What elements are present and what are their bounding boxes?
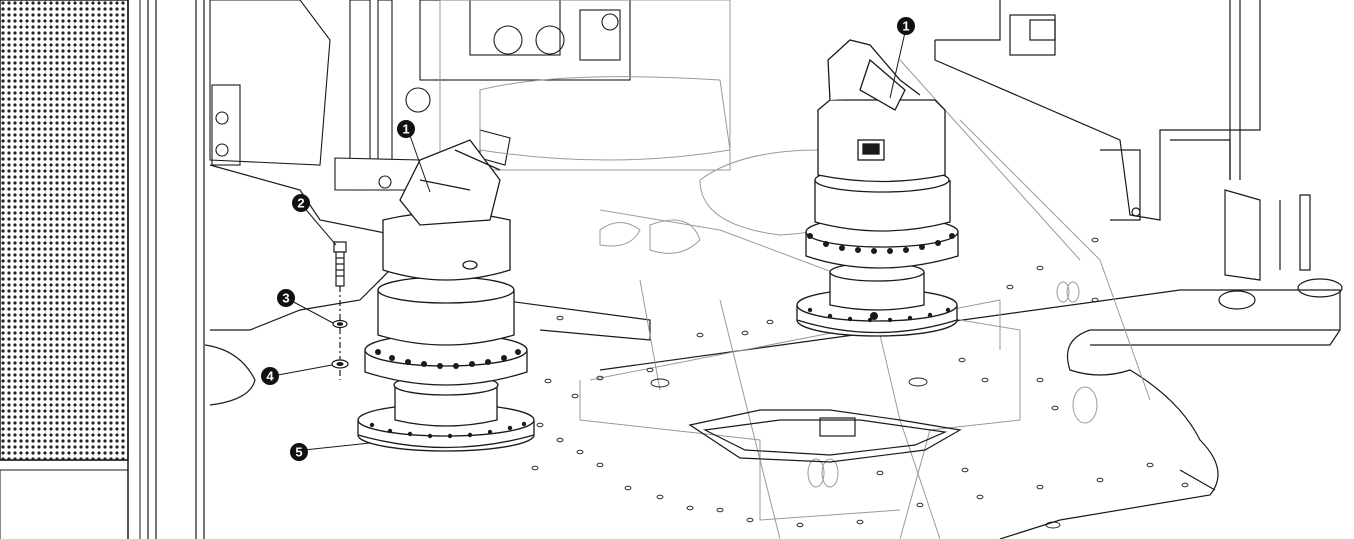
callout-leaders <box>277 27 907 451</box>
callout-3-label: 3 <box>282 291 289 306</box>
ghost-frame <box>439 0 1151 539</box>
plate-holes <box>516 237 1189 529</box>
callout-5-label: 5 <box>295 445 302 460</box>
callout-4-label: 4 <box>266 369 274 384</box>
right-panel <box>934 0 1311 281</box>
callout-1-left: 1 <box>397 120 415 138</box>
callout-2-label: 2 <box>297 196 304 211</box>
callout-2: 2 <box>292 194 310 212</box>
callout-5: 5 <box>290 443 308 461</box>
gearbox-right <box>796 39 959 337</box>
callout-1-left-label: 1 <box>402 122 409 137</box>
frame-posts-left <box>147 0 205 539</box>
plate-cutout <box>688 409 962 463</box>
perforated-panel <box>0 0 141 539</box>
callout-1-right-label: 1 <box>902 19 909 34</box>
gearbox-left <box>357 139 535 452</box>
gearbox-right-bolts <box>807 233 955 323</box>
gearbox-left-bolts <box>369 349 527 439</box>
callout-4: 4 <box>261 367 279 385</box>
back-machinery <box>209 0 631 191</box>
callout-1-right: 1 <box>897 17 915 35</box>
exploded-fasteners <box>331 241 349 380</box>
callout-3: 3 <box>277 289 295 307</box>
